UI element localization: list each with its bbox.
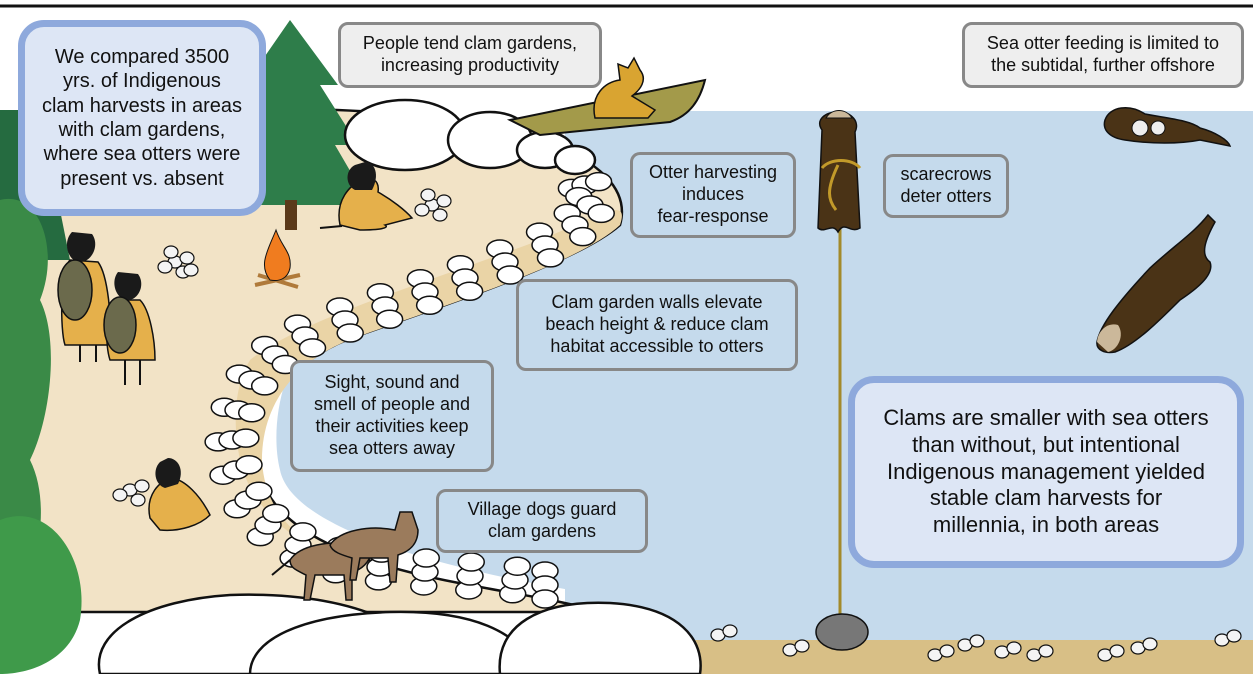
clam-icon xyxy=(184,264,198,276)
clam-icon xyxy=(164,246,178,258)
wall-stone xyxy=(413,549,439,567)
wall-stone xyxy=(588,204,614,222)
wall-stone xyxy=(417,296,443,314)
wall-stone xyxy=(233,429,259,447)
wall-stone xyxy=(570,228,596,246)
wall-stone xyxy=(458,553,484,571)
village-dogs-callout: Village dogs guard clam gardens xyxy=(436,489,648,553)
clam-icon xyxy=(795,640,809,652)
clam-icon xyxy=(1007,642,1021,654)
basket-icon xyxy=(104,297,136,353)
scarecrows-callout: scarecrows deter otters xyxy=(883,154,1009,218)
tend-gardens-callout: People tend clam gardens, increasing pro… xyxy=(338,22,602,88)
clam-icon xyxy=(940,645,954,657)
otter-feeding-callout: Sea otter feeding is limited to the subt… xyxy=(962,22,1244,88)
clam-icon xyxy=(158,261,172,273)
wall-stone xyxy=(236,456,262,474)
clam-icon xyxy=(135,480,149,492)
wall-stone xyxy=(337,324,363,342)
clam-icon xyxy=(1110,645,1124,657)
conclusion-callout: Clams are smaller with sea otters than w… xyxy=(848,376,1244,568)
wall-stone xyxy=(263,504,289,522)
wall-stone xyxy=(532,590,558,608)
basket-icon xyxy=(58,260,92,320)
clam-icon xyxy=(1039,645,1053,657)
study-summary-callout: We compared 3500 yrs. of Indigenous clam… xyxy=(18,20,266,216)
clam-icon xyxy=(723,625,737,637)
clam-icon xyxy=(421,189,435,201)
wall-stone xyxy=(246,482,272,500)
wall-stone xyxy=(586,173,612,191)
clam-icon xyxy=(437,195,451,207)
wall-stone xyxy=(537,249,563,267)
wall-stone xyxy=(299,339,325,357)
wall-stone xyxy=(252,377,278,395)
clam-icon xyxy=(1143,638,1157,650)
wall-stone xyxy=(504,557,530,575)
wall-stone xyxy=(457,282,483,300)
clam-icon xyxy=(113,489,127,501)
clam-icon xyxy=(970,635,984,647)
clam-icon xyxy=(415,204,429,216)
clam-icon xyxy=(433,209,447,221)
human-presence-callout: Sight, sound and smell of people and the… xyxy=(290,360,494,472)
clam-icon xyxy=(1227,630,1241,642)
clam-icon xyxy=(131,494,145,506)
wall-stone xyxy=(239,404,265,422)
wall-stone xyxy=(377,310,403,328)
wall-stone xyxy=(290,523,316,541)
garden-walls-callout: Clam garden walls elevate beach height &… xyxy=(516,279,798,371)
clam-icon xyxy=(180,252,194,264)
otter-harvesting-callout: Otter harvesting induces fear-response xyxy=(630,152,796,238)
